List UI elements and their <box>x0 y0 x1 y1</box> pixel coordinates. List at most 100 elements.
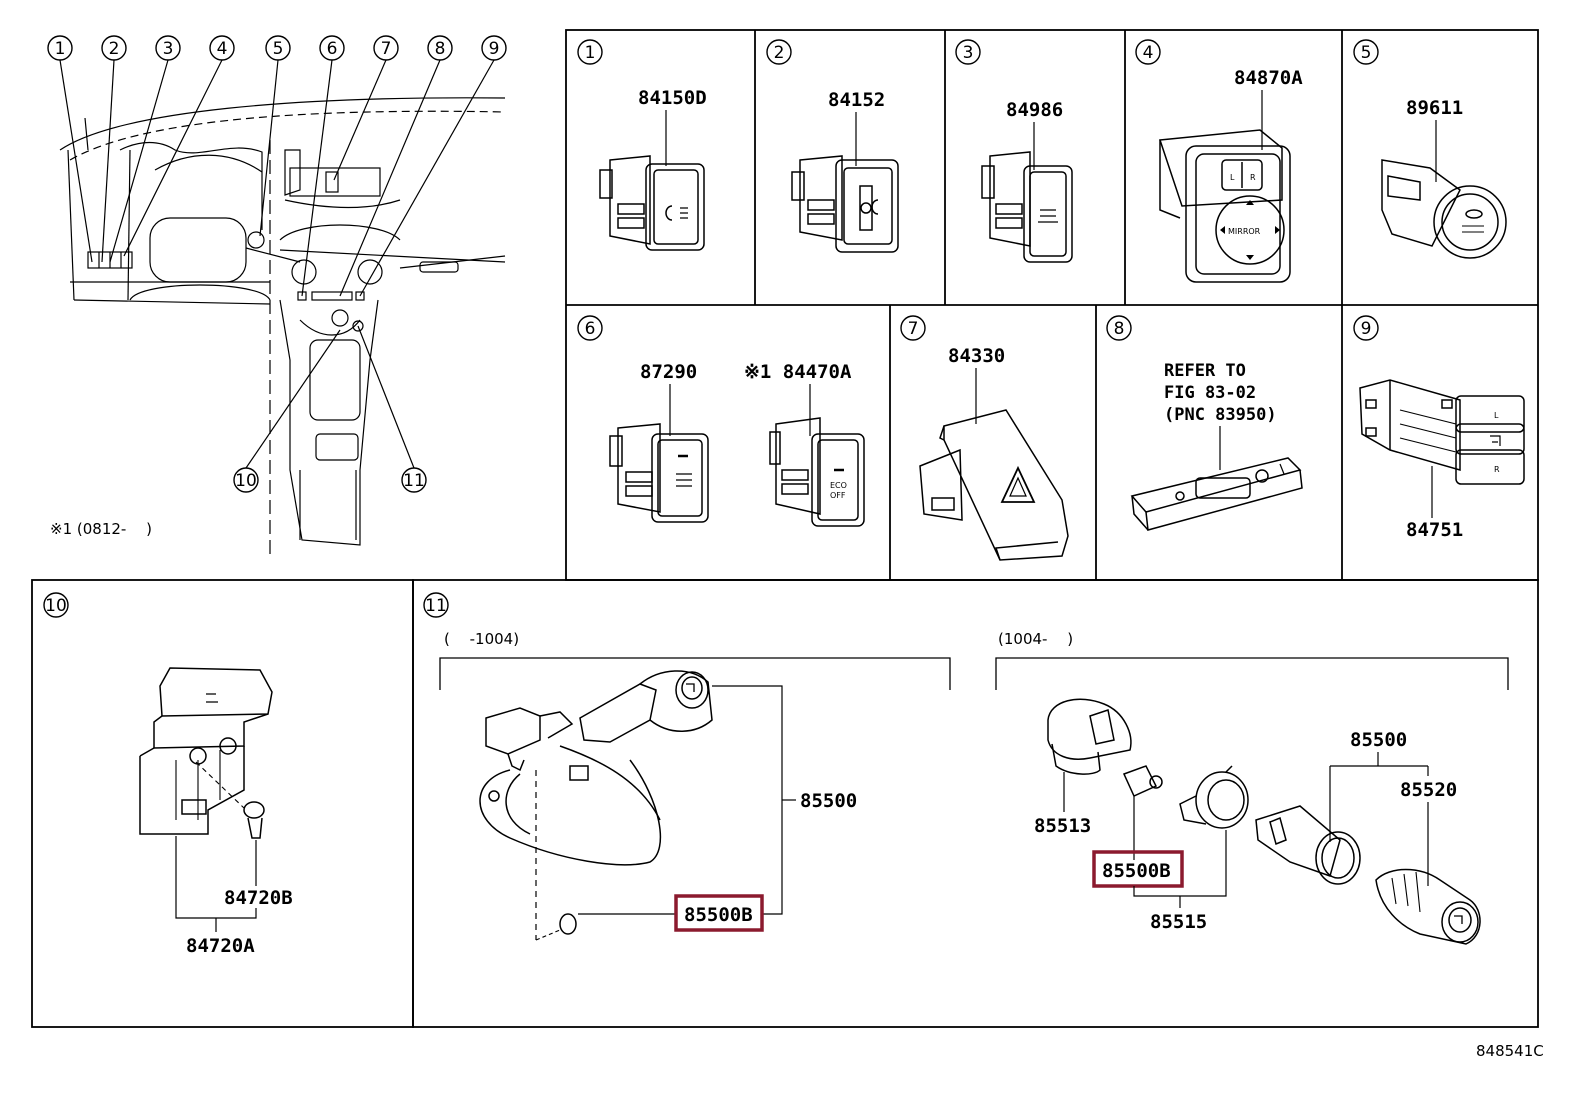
overview-leaders <box>59 59 495 469</box>
overview-dashboard: 1 2 3 4 5 6 7 8 9 10 11 <box>47 35 507 560</box>
panel-10: 10 84720B 84720A <box>43 592 293 957</box>
callout-4: 4 <box>209 35 235 61</box>
svg-text:2: 2 <box>774 43 785 63</box>
svg-text:8: 8 <box>435 39 446 59</box>
part-number-84986: 84986 <box>1006 99 1063 121</box>
seat-l-label: L <box>1494 411 1499 420</box>
callout-9: 9 <box>481 35 507 61</box>
svg-text:7: 7 <box>908 319 919 339</box>
mirror-r-label: R <box>1250 173 1256 182</box>
part-number-84470A: ※1 84470A <box>744 361 852 383</box>
part-number-85500B-late: 85500B <box>1102 860 1171 882</box>
seat-r-label: R <box>1494 465 1500 474</box>
refer-line-1: REFER TO <box>1164 361 1246 381</box>
mirror-switch-icon: L R MIRROR <box>1158 129 1291 283</box>
dashboard-outline <box>59 97 506 560</box>
part-number-85500-late: 85500 <box>1350 729 1407 751</box>
part-number-84150D: 84150D <box>638 87 707 109</box>
svg-text:11: 11 <box>403 471 425 491</box>
part-number-87290: 87290 <box>640 361 697 383</box>
svg-text:3: 3 <box>163 39 174 59</box>
svg-text:10: 10 <box>235 471 257 491</box>
svg-text:9: 9 <box>1361 319 1372 339</box>
sport-mode-switch-icon <box>139 667 273 839</box>
mirror-l-label: L <box>1230 173 1235 182</box>
push-start-switch-icon <box>1381 159 1507 259</box>
panel-1: 1 84150D <box>577 39 707 251</box>
svg-text:3: 3 <box>963 43 974 63</box>
part-number-85500B-early: 85500B <box>684 904 753 926</box>
callout-11: 11 <box>401 467 427 493</box>
headlight-leveling-switch-icon <box>791 155 899 253</box>
retainer-ring-icon <box>1179 765 1249 829</box>
svg-text:11: 11 <box>425 596 447 616</box>
panel-5: 5 89611 <box>1353 39 1507 259</box>
cigarette-lighter-plug-icon <box>1375 868 1481 945</box>
svg-text:6: 6 <box>585 319 596 339</box>
refer-line-2: FIG 83-02 <box>1164 383 1256 403</box>
eco-label: ECO <box>830 481 847 490</box>
panel-4: 4 84870A L R MIRROR <box>1135 39 1303 283</box>
part-number-85520: 85520 <box>1400 779 1457 801</box>
svg-text:5: 5 <box>273 39 284 59</box>
callout-5: 5 <box>265 35 291 61</box>
climate-control-panel-icon <box>1130 457 1303 531</box>
panel-9: 9 L R 84751 <box>1353 315 1525 541</box>
svg-text:5: 5 <box>1361 43 1372 63</box>
panel-3: 3 84986 <box>955 39 1073 263</box>
overview-footnote: ※1 (0812- ) <box>50 520 152 538</box>
mirror-label: MIRROR <box>1228 227 1261 236</box>
callout-10: 10 <box>233 467 259 493</box>
part-number-85513: 85513 <box>1034 815 1091 837</box>
panel-7: 7 84330 <box>900 315 1069 561</box>
range-label-early: ( -1004) <box>444 630 519 648</box>
refer-line-3: (PNC 83950) <box>1164 405 1277 425</box>
svg-text:1: 1 <box>55 39 66 59</box>
part-number-84870A: 84870A <box>1234 67 1303 89</box>
part-number-89611: 89611 <box>1406 97 1463 119</box>
callout-7: 7 <box>373 35 399 61</box>
lighter-socket-cover-icon <box>1047 698 1132 775</box>
hazard-switch-icon <box>919 409 1069 561</box>
lighter-socket-icon <box>1255 805 1361 885</box>
svg-text:4: 4 <box>217 39 228 59</box>
eco-off-switch-icon: ECO OFF <box>769 417 865 527</box>
callout-6: 6 <box>319 35 345 61</box>
svg-text:6: 6 <box>327 39 338 59</box>
panel-8: 8 REFER TO FIG 83-02 (PNC 83950) <box>1106 315 1303 531</box>
bulb-icon <box>1122 765 1163 797</box>
cigarette-lighter-assembly-early-icon <box>479 670 713 941</box>
part-number-85515: 85515 <box>1150 911 1207 933</box>
panel-2: 2 84152 <box>766 39 899 253</box>
part-number-84720B: 84720B <box>224 887 293 909</box>
vsc-off-switch-icon <box>981 151 1073 263</box>
range-label-late: (1004- ) <box>998 630 1073 648</box>
panel-11: 11 ( -1004) (1004- ) 85500 <box>423 592 1509 945</box>
svg-text:8: 8 <box>1114 319 1125 339</box>
svg-text:7: 7 <box>381 39 392 59</box>
part-number-84330: 84330 <box>948 345 1005 367</box>
panel-borders <box>31 29 1539 1028</box>
callout-2: 2 <box>101 35 127 61</box>
fog-light-switch-icon <box>599 155 705 251</box>
svg-text:9: 9 <box>489 39 500 59</box>
part-number-84751: 84751 <box>1406 519 1463 541</box>
svg-text:1: 1 <box>585 43 596 63</box>
seat-heater-switch-icon <box>609 423 709 523</box>
callout-8: 8 <box>427 35 453 61</box>
off-label: OFF <box>830 491 846 500</box>
svg-text:10: 10 <box>45 596 67 616</box>
seat-heater-lr-switch-icon: L R <box>1359 379 1525 485</box>
part-number-84152: 84152 <box>828 89 885 111</box>
part-number-85500-early: 85500 <box>800 790 857 812</box>
highlight-box-85500B-late <box>1092 850 1184 888</box>
svg-text:2: 2 <box>109 39 120 59</box>
part-number-84720A: 84720A <box>186 935 255 957</box>
highlight-box-85500B-early <box>674 894 764 932</box>
svg-text:4: 4 <box>1143 43 1154 63</box>
figure-code: 848541C <box>1476 1042 1544 1060</box>
callout-3: 3 <box>155 35 181 61</box>
panel-6: 6 87290 ※1 84470A ECO OFF <box>577 315 865 527</box>
callout-1: 1 <box>47 35 73 61</box>
